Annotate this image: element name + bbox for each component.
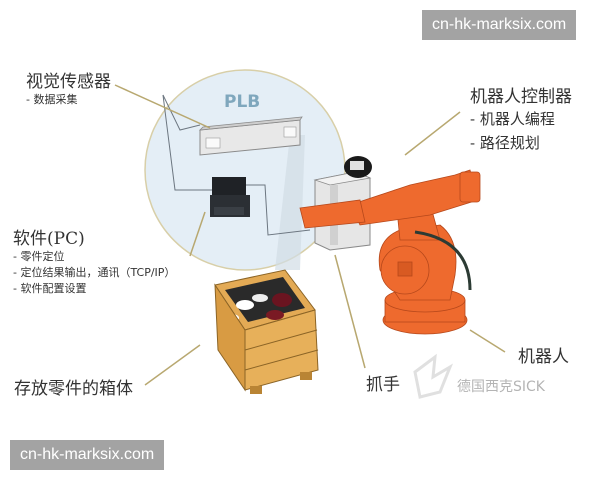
vision-sensor-title: 视觉传感器 bbox=[26, 72, 111, 92]
watermark-bottom-left: cn-hk-marksix.com bbox=[10, 440, 165, 470]
watermark-top-right: cn-hk-marksix.com bbox=[422, 10, 577, 40]
parts-box-label: 存放零件的箱体 bbox=[14, 379, 133, 399]
robot-controller-label: 机器人控制器 - 机器人编程 - 路径规划 bbox=[470, 82, 572, 155]
bird-logo-icon bbox=[413, 353, 454, 399]
vision-sensor-item: - 数据采集 bbox=[26, 93, 78, 106]
gripper-label: 抓手 bbox=[366, 375, 400, 395]
vision-sensor-icon bbox=[198, 116, 303, 156]
robot-controller-title: 机器人控制器 bbox=[470, 87, 572, 107]
pc-unit-icon bbox=[210, 177, 250, 217]
plb-title: PLB bbox=[224, 92, 261, 112]
leader-lines bbox=[114, 84, 506, 386]
software-item: - 零件定位 bbox=[13, 250, 65, 263]
sick-watermark: 德国西克SICK bbox=[405, 352, 595, 412]
vision-sensor-label: 视觉传感器 - 数据采集 bbox=[26, 67, 111, 108]
software-item: - 定位结果输出，通讯（TCP/IP） bbox=[13, 266, 176, 279]
software-item: - 软件配置设置 bbox=[13, 282, 87, 295]
robot-controller-item: - 路径规划 bbox=[470, 134, 540, 152]
industrial-robot-icon bbox=[299, 169, 481, 335]
software-title: 软件(PC) bbox=[13, 229, 85, 249]
robot-label: 机器人 bbox=[518, 347, 569, 367]
sick-watermark-text: 德国西克SICK bbox=[457, 379, 545, 395]
parts-crate-icon bbox=[214, 269, 319, 394]
software-label: 软件(PC) - 零件定位 - 定位结果输出，通讯（TCP/IP） - 软件配置… bbox=[13, 224, 175, 297]
robot-controller-item: - 机器人编程 bbox=[470, 110, 555, 128]
